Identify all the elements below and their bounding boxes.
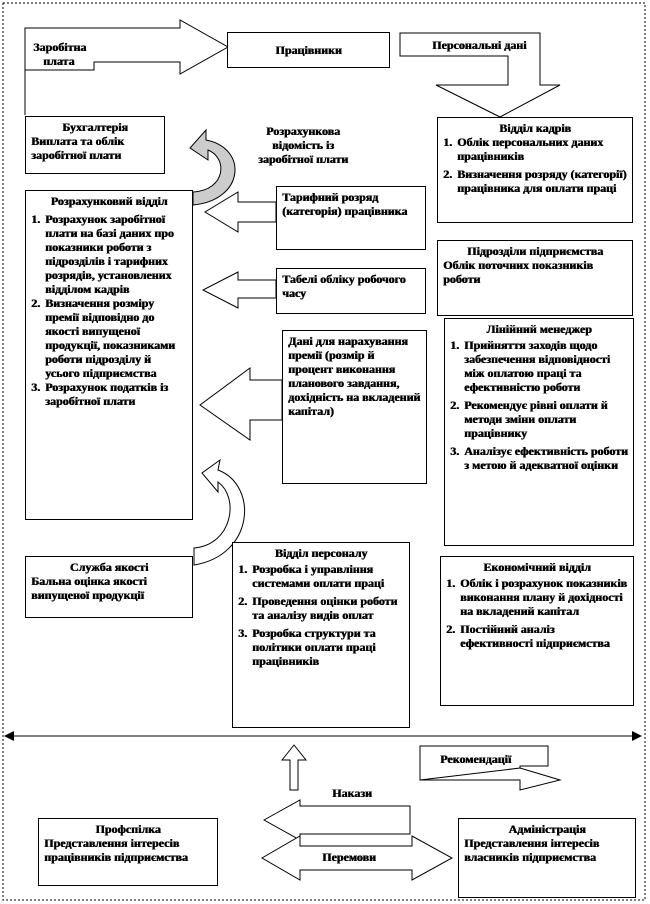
- timesheet-box: Табелі обліку робочого часу: [276, 268, 426, 314]
- quality-box: Служба якості Бальна оцінка якості випущ…: [25, 556, 193, 618]
- personal-data-arrow: [399, 32, 561, 118]
- personal-data-label: Персональні дані: [432, 38, 527, 52]
- hr-item-2: 2.Визначення розряду (категорії) працівн…: [443, 167, 627, 195]
- payroll-sheet-label: Розрахункова відомість із заробітної пла…: [257, 124, 349, 166]
- calc-item-3: 3.Розрахунок податків із заробітної плат…: [31, 380, 169, 408]
- calc-item-1: 1.Розрахунок заробітної плати на базі да…: [31, 212, 174, 296]
- negotiations-arrow: [261, 835, 454, 881]
- calc-to-accounting-curved-arrow: [189, 128, 236, 206]
- negotiations-label: Перемови: [322, 850, 376, 864]
- quality-to-calc-curved-arrow: [193, 458, 246, 566]
- divider-arrow-right: [632, 731, 642, 741]
- bonus-arrow: [199, 367, 283, 441]
- divider-arrow-left: [4, 731, 14, 741]
- calc-dept-box: Розрахунковий відділ 1.Розрахунок заробі…: [25, 190, 193, 520]
- salary-to-workers-arrow: [24, 19, 230, 75]
- salary-label: Заробітна плата: [33, 40, 87, 68]
- line-manager-box: Лінійний менеджер 1.Прийняття заходів що…: [444, 318, 634, 546]
- workers-box: Працівники: [227, 32, 390, 68]
- personnel-item-1: 1.Розробка і управління системами оплати…: [238, 562, 384, 590]
- tariff-box: Тарифний розряд (категорія) працівника: [276, 186, 426, 250]
- calc-item-2: 2.Визначення розміру премії відповідно д…: [31, 296, 175, 380]
- vertical-arrow-top: [280, 744, 308, 791]
- union-box: Профспілка Представлення інтересів праці…: [38, 818, 218, 886]
- economic-box: Економічний відділ 1.Облік і розрахунок …: [440, 556, 634, 706]
- bonus-data-box: Дані для нарахування премії (розмір й пр…: [282, 330, 427, 484]
- recommendations-arrow: [419, 767, 562, 791]
- lm-item-3: 3.Аналізує ефективність роботи з метою й…: [450, 444, 628, 472]
- divisions-box: Підрозділи підприємства Облік поточних п…: [437, 240, 633, 316]
- hr-item-1: 1.Облік персональних даних працівників: [443, 135, 604, 163]
- econ-item-1: 1.Облік і розрахунок показників виконанн…: [446, 576, 627, 618]
- personnel-box: Відділ персоналу 1.Розробка і управління…: [232, 542, 410, 728]
- tariff-arrow: [204, 191, 277, 233]
- timesheet-arrow: [201, 271, 277, 309]
- personnel-item-2: 2.Проведення оцінки роботи та аналізу ви…: [238, 594, 398, 622]
- hr-dept-box: Відділ кадрів 1.Облік персональних даних…: [437, 117, 633, 223]
- administration-box: Адміністрація Представлення інтересів вл…: [458, 818, 636, 898]
- personnel-item-3: 3.Розробка структури та політики оплати …: [238, 626, 376, 668]
- lm-item-1: 1.Прийняття заходів щодо забезпечення ві…: [450, 338, 611, 394]
- accounting-box: Бухгалтерія Виплата та облік заробітної …: [25, 116, 165, 174]
- lm-item-2: 2.Рекомендує рівні оплати й методи зміни…: [450, 398, 608, 440]
- econ-item-2: 2.Постійний аналіз ефективності підприєм…: [446, 622, 610, 650]
- recommendations-label: Рекомендації: [440, 752, 512, 766]
- orders-arrow: [262, 799, 411, 841]
- orders-label: Накази: [332, 786, 372, 800]
